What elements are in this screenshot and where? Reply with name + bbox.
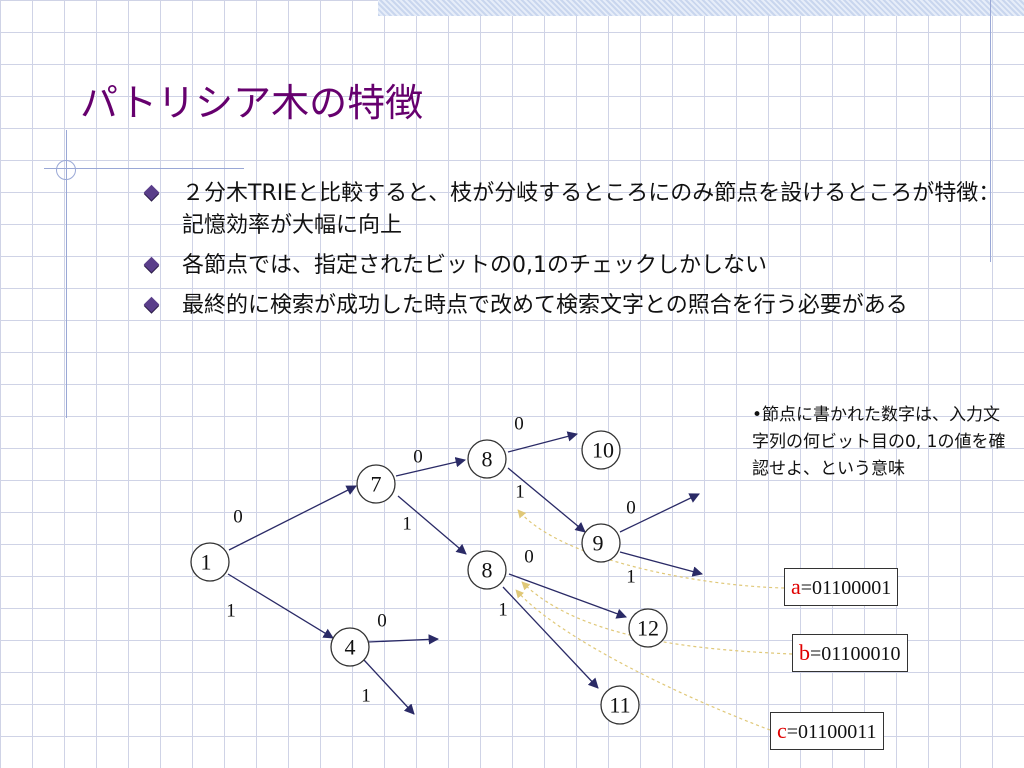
dashed-link-b bbox=[521, 581, 793, 655]
tree-node-circle bbox=[190, 542, 230, 582]
dashed-link-a bbox=[517, 509, 785, 589]
tree-node-label: 4 bbox=[345, 635, 356, 660]
edge-label: 0 bbox=[514, 414, 524, 435]
slide-title: パトリシア木の特徴 bbox=[80, 81, 424, 125]
tree-node-circle bbox=[581, 430, 621, 470]
bullet-item: 各節点では、指定されたビットの0,1のチェックしかしない bbox=[142, 250, 1002, 282]
tree-edge bbox=[228, 485, 357, 551]
tree-node-circle bbox=[581, 523, 621, 563]
tree-node-label: 12 bbox=[637, 616, 659, 641]
decor-circle bbox=[56, 160, 76, 180]
decor-horizontal-line bbox=[44, 168, 244, 169]
tree-node-circle bbox=[628, 608, 668, 648]
tree-edge bbox=[507, 431, 579, 453]
decor-vertical-line-right bbox=[990, 0, 991, 262]
code-letter: c bbox=[777, 718, 787, 743]
bullet-text: 最終的に検索が成功した時点で改めて検索文字との照合を行う必要がある bbox=[182, 293, 908, 318]
edge-label: 1 bbox=[515, 482, 525, 503]
code-letter: a bbox=[791, 574, 801, 599]
tree-edge bbox=[508, 573, 627, 619]
edge-label: 1 bbox=[402, 514, 412, 535]
tree-edge bbox=[395, 457, 467, 477]
edge-label: 1 bbox=[361, 686, 371, 707]
tree-edge bbox=[502, 586, 599, 689]
bullet-list: ２分木TRIEと比較すると、枝が分岐するところにのみ節点を設けるところが特徴：記… bbox=[142, 178, 1002, 330]
code-box-c: c=01100011 bbox=[770, 712, 884, 750]
edge-label: 1 bbox=[498, 600, 508, 621]
tree-node-circle bbox=[330, 627, 370, 667]
edge-label: 0 bbox=[626, 498, 636, 519]
tree-node-circle bbox=[467, 439, 507, 479]
bullet-text: ２分木TRIEと比較すると、枝が分岐するところにのみ節点を設けるところが特徴：記… bbox=[182, 181, 1001, 238]
edge-label: 0 bbox=[413, 447, 423, 468]
tree-node-circle bbox=[600, 685, 640, 725]
edge-label: 0 bbox=[377, 611, 387, 632]
bullet-text: 各節点では、指定されたビットの0,1のチェックしかしない bbox=[182, 253, 767, 278]
tree-edge bbox=[363, 659, 415, 715]
tree-node-label: 8 bbox=[482, 447, 493, 472]
code-letter: b bbox=[799, 640, 810, 665]
code-bits: =01100001 bbox=[800, 577, 892, 599]
tree-node-label: 11 bbox=[609, 693, 630, 718]
decor-vertical-line-left bbox=[66, 130, 67, 418]
bullet-item: 最終的に検索が成功した時点で改めて検索文字との照合を行う必要がある bbox=[142, 290, 1002, 322]
code-bits: =01100011 bbox=[786, 721, 877, 743]
edge-label: 0 bbox=[233, 507, 243, 528]
tree-node-label: 7 bbox=[371, 472, 382, 497]
tree-edge bbox=[507, 467, 586, 533]
tree-node-circle bbox=[467, 550, 507, 590]
tree-edge bbox=[619, 551, 704, 577]
tree-edge bbox=[619, 493, 700, 533]
edge-label: 0 bbox=[524, 547, 534, 568]
tree-edge bbox=[397, 495, 467, 555]
tree-node-label: 1 bbox=[201, 550, 212, 575]
top-decor-band bbox=[378, 0, 1024, 16]
code-box-b: b=01100010 bbox=[792, 634, 908, 672]
tree-edge bbox=[227, 573, 334, 639]
tree-edge bbox=[367, 634, 440, 645]
bullet-item: ２分木TRIEと比較すると、枝が分岐するところにのみ節点を設けるところが特徴：記… bbox=[142, 178, 1002, 242]
tree-node-label: 10 bbox=[592, 438, 614, 463]
tree-node-label: 8 bbox=[482, 558, 493, 583]
edge-label: 1 bbox=[626, 567, 636, 588]
tree-node-label: 9 bbox=[593, 531, 604, 556]
node-explanation-note: •節点に書かれた数字は、入力文字列の何ビット目の0, 1の値を確認せよ、という意… bbox=[752, 405, 1006, 479]
tree-node-circle bbox=[356, 464, 396, 504]
code-bits: =01100010 bbox=[810, 643, 901, 665]
edge-label: 1 bbox=[226, 601, 236, 622]
code-box-a: a=01100001 bbox=[784, 568, 899, 606]
